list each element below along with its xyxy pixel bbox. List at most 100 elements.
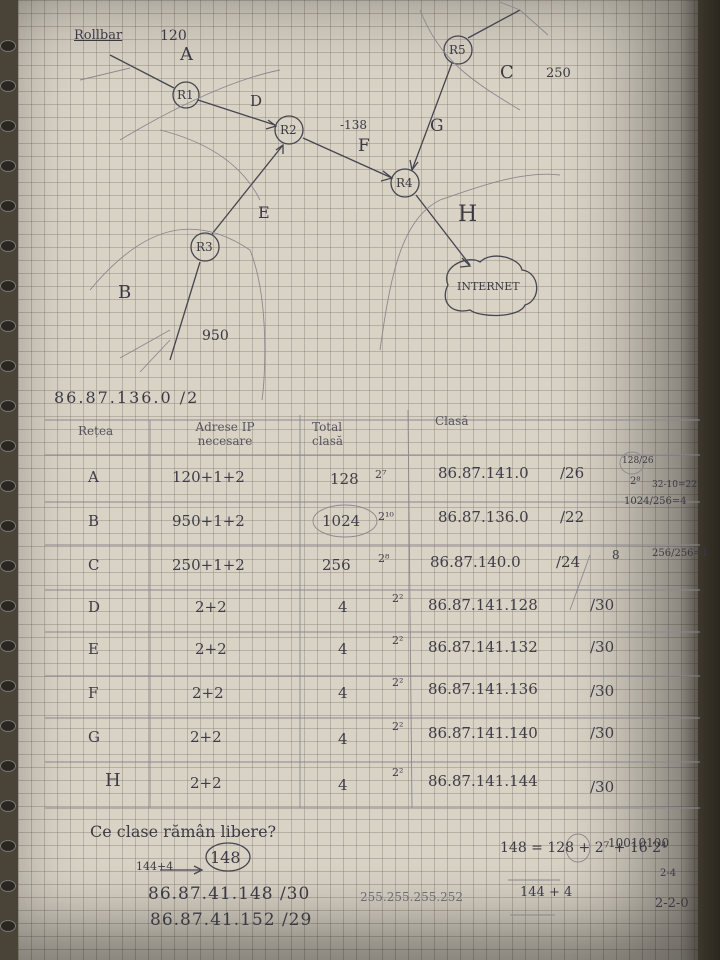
circle-mark <box>565 833 591 863</box>
ring <box>0 240 16 252</box>
router-r2-shape <box>274 115 304 145</box>
row-g-need: 2+2 <box>190 728 222 746</box>
note-f: -138 <box>340 118 367 132</box>
base-address: 86.87.136.0 /2 <box>54 388 200 407</box>
binary-2: 2-4 <box>660 868 677 879</box>
link-a-in <box>109 54 175 89</box>
ring <box>0 760 16 772</box>
router-r5-label: R5 <box>449 43 466 57</box>
row-d-pow: 2² <box>392 592 404 605</box>
row-b-total: 1024 <box>322 512 361 530</box>
row-b-mask: /22 <box>560 508 585 526</box>
side-slash <box>569 554 591 611</box>
ring <box>0 560 16 572</box>
circle-mark <box>312 504 378 538</box>
side-note: 1024/256=4 <box>624 496 687 507</box>
row-g-pow: 2² <box>392 720 404 733</box>
ring <box>0 840 16 852</box>
ring <box>0 40 16 52</box>
link-r5-r4 <box>411 62 453 171</box>
side-note: 2⁸ <box>630 476 641 487</box>
link-h-label: H <box>458 202 478 227</box>
row-h-pow: 2² <box>392 766 404 779</box>
ring <box>0 400 16 412</box>
branch <box>79 67 131 81</box>
link-d-label: D <box>250 92 263 110</box>
link-g-label: G <box>430 116 444 136</box>
link-b-in <box>169 261 201 361</box>
ring <box>0 440 16 452</box>
sketch-curve <box>419 9 521 111</box>
binary-3: 2-2-0 <box>655 896 689 911</box>
row-e-mask: /30 <box>590 638 615 656</box>
row-a-total: 128 <box>330 470 359 488</box>
page-shadow <box>680 0 720 960</box>
network-b-label: B <box>118 282 132 303</box>
side-note: 256/256=1 <box>652 548 709 559</box>
network-c-hosts: 250 <box>546 66 571 81</box>
network-a-hosts: 120 <box>160 28 187 44</box>
sketch-curve <box>119 69 281 141</box>
router-r3-label: R3 <box>196 240 213 254</box>
row-c-total: 256 <box>322 556 351 574</box>
ring <box>0 480 16 492</box>
calc: 148 = 128 + 2⁷ + 16 2⁴ <box>500 840 667 856</box>
arrowhead <box>275 143 284 154</box>
row-a-net: A <box>88 468 99 486</box>
row-a-mask: /26 <box>560 464 585 482</box>
link-e-label: E <box>258 203 270 222</box>
ring <box>0 720 16 732</box>
router-r4-label: R4 <box>396 176 413 190</box>
ring <box>0 920 16 932</box>
ring <box>0 640 16 652</box>
row-g-mask: /30 <box>590 724 615 742</box>
row-c-need: 250+1+2 <box>172 556 245 574</box>
row-h-total: 4 <box>338 776 348 794</box>
internet-cloud <box>444 255 538 317</box>
router-r4-shape <box>390 168 420 198</box>
row-d-net: D <box>88 598 101 616</box>
free-class-2: 86.87.41.152 /29 <box>150 910 313 930</box>
calc-2: 144 + 4 <box>520 885 573 900</box>
ring <box>0 680 16 692</box>
table-border <box>407 409 413 809</box>
ring <box>0 120 16 132</box>
row-h-net: H <box>105 770 121 791</box>
row-b-need: 950+1+2 <box>172 512 245 530</box>
free-class-1: 86.87.41.148 /30 <box>148 884 311 904</box>
header-ip-needed: Adrese IP necesare <box>195 420 255 448</box>
arrow-note: 144+4 <box>136 860 174 873</box>
row-f-pow: 2² <box>392 676 404 689</box>
row-b-net: B <box>88 512 100 530</box>
row-e-class: 86.87.141.132 <box>428 638 538 656</box>
header-total: Total clasă <box>312 420 344 448</box>
row-c-class: 86.87.140.0 <box>430 553 521 571</box>
ring <box>0 360 16 372</box>
row-e-total: 4 <box>338 640 348 658</box>
row-f-mask: /30 <box>590 682 615 700</box>
network-b-hosts: 950 <box>202 328 229 344</box>
row-e-net: E <box>88 640 99 658</box>
link-r3-r2 <box>211 144 284 235</box>
row-b-class: 86.87.136.0 <box>438 508 529 526</box>
notebook-page <box>18 0 698 960</box>
circle-mark <box>205 842 251 872</box>
router-r1-label: R1 <box>177 88 194 102</box>
ring <box>0 200 16 212</box>
row-g-net: G <box>88 728 100 746</box>
row-b-pow: 2¹⁰ <box>378 510 394 523</box>
sketch-curve <box>89 228 266 401</box>
row-a-class: 86.87.141.0 <box>438 464 529 482</box>
sketch-curve <box>159 129 261 201</box>
link-r2-r4 <box>302 137 393 179</box>
router-r3-shape <box>190 232 220 262</box>
arrowhead <box>380 170 394 182</box>
side-note: 8 <box>612 548 620 562</box>
row-g-class: 86.87.141.140 <box>428 724 538 742</box>
ring <box>0 320 16 332</box>
arrowhead <box>409 159 419 172</box>
arrowhead <box>265 119 278 130</box>
binary: 10010100 <box>608 836 670 850</box>
side-note: 128/26 <box>622 456 654 466</box>
row-c-mask: /24 <box>556 553 581 571</box>
